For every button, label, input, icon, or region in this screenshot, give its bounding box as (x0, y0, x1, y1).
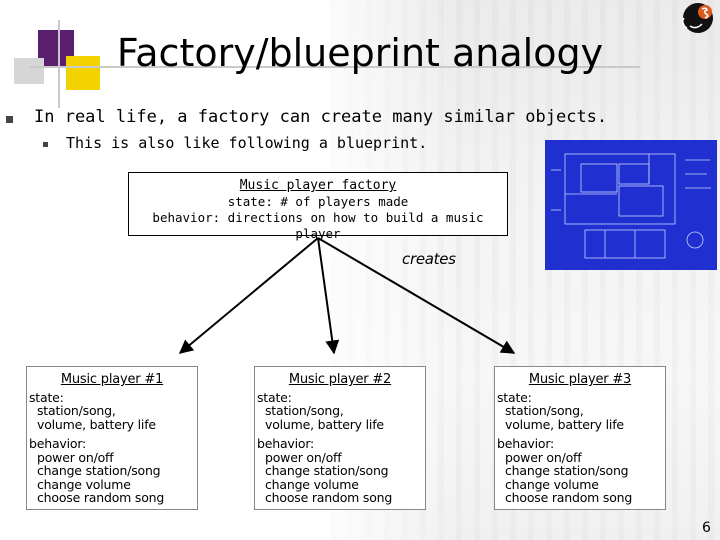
arrow-to-player-1 (178, 237, 319, 354)
bullet-text-2: This is also like following a blueprint. (66, 134, 428, 152)
player-box-3: Music player #3 state: station/song, vol… (494, 366, 666, 518)
slide-title: Factory/blueprint analogy (116, 31, 604, 75)
behavior-item: change station/song (505, 463, 629, 478)
factory-behavior: behavior: directions on how to build a m… (152, 210, 484, 241)
behavior-item: change station/song (265, 463, 389, 478)
behavior-item: power on/off (505, 449, 582, 465)
state-label: state: (29, 389, 64, 405)
player-title: Music player #2 (254, 366, 426, 389)
decor-horizontal-line (30, 66, 640, 68)
decor-vertical-line (58, 20, 60, 108)
behavior-label: behavior: (257, 436, 315, 451)
page-number: 6 (702, 520, 711, 536)
state-item: station/song, (505, 403, 584, 418)
arrow-to-player-3 (317, 237, 516, 354)
behavior-item: change volume (37, 476, 131, 492)
behavior-item: choose random song (37, 490, 165, 505)
university-logo-icon (681, 3, 713, 33)
state-label: state: (497, 389, 532, 405)
state-item: volume, battery life (37, 416, 156, 432)
factory-title: Music player factory (239, 178, 397, 193)
behavior-item: choose random song (505, 490, 633, 505)
creates-label: creates (402, 250, 456, 268)
player-title: Music player #3 (494, 366, 666, 389)
behavior-item: change volume (265, 476, 359, 492)
state-item: volume, battery life (265, 416, 384, 432)
player-title: Music player #1 (26, 366, 198, 389)
bullet-text-1: In real life, a factory can create many … (34, 107, 608, 127)
bullet-marker (6, 116, 13, 123)
behavior-label: behavior: (29, 436, 87, 451)
factory-state: state: # of players made (227, 194, 409, 209)
player-box-2: Music player #2 state: station/song, vol… (254, 366, 426, 518)
arrow-to-player-2 (317, 237, 340, 355)
player-box-1: Music player #1 state: station/song, vol… (26, 366, 198, 518)
decor-square-yellow (66, 56, 100, 90)
behavior-item: power on/off (265, 449, 342, 465)
behavior-item: power on/off (37, 449, 114, 465)
blueprint-image (545, 140, 717, 270)
factory-box: Music player factory state: # of players… (128, 172, 508, 241)
sub-bullet-marker (43, 142, 48, 147)
decor-square-gray (14, 58, 44, 84)
state-label: state: (257, 389, 292, 405)
state-item: station/song, (265, 403, 344, 418)
behavior-item: choose random song (265, 490, 393, 505)
behavior-item: change volume (505, 476, 599, 492)
state-item: volume, battery life (505, 416, 624, 432)
behavior-item: change station/song (37, 463, 161, 478)
state-item: station/song, (37, 403, 116, 418)
behavior-label: behavior: (497, 436, 555, 451)
